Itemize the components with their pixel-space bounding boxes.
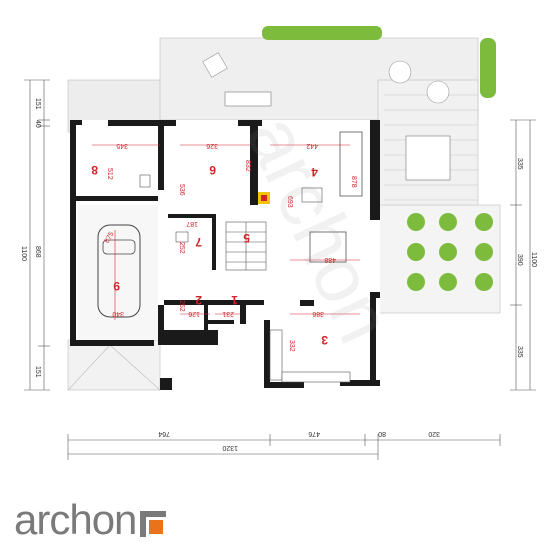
garden-parasol [388, 60, 412, 84]
dimension-label: 151 [34, 98, 41, 110]
kitchen-counter [269, 329, 283, 381]
room-area: 345 [116, 142, 128, 149]
inner-dimension-lines [92, 144, 360, 320]
inner-dimension: 832 [244, 160, 251, 172]
dining-table [309, 231, 347, 263]
inner-dimension: 875 [104, 231, 116, 245]
entrance-canopy [67, 339, 161, 391]
room-area: 442 [306, 142, 318, 149]
dimension-label: 335 [516, 158, 523, 170]
car-windshield [102, 239, 136, 255]
room-number: 6 [209, 163, 216, 177]
room-number: 3 [321, 333, 328, 347]
canopy-line [67, 344, 111, 391]
room-area: 231 [222, 310, 234, 317]
brand-mark-icon [140, 511, 167, 537]
room-area: 326 [206, 142, 218, 149]
inner-dimension: 252 [178, 300, 185, 312]
coffee-table [301, 187, 323, 203]
room-area: 386 [312, 310, 324, 317]
room-number: 4 [311, 165, 318, 179]
rear-sofa [224, 91, 272, 107]
sofa [339, 131, 363, 197]
inner-dimension: 693 [286, 196, 293, 208]
outdoor-table [405, 135, 451, 181]
dimension-label: 868 [34, 246, 41, 258]
dimension-label: 476 [308, 430, 320, 437]
kitchen-counter [281, 371, 351, 383]
inner-dimension: 252 [178, 242, 185, 254]
washbasin [175, 231, 189, 243]
room-number: 8 [91, 163, 98, 177]
dimension-label: 80 [378, 430, 386, 437]
room-area: 340 [112, 310, 124, 317]
dimension-label: 1320 [222, 444, 238, 451]
walls [70, 120, 380, 390]
room-number: 7 [195, 235, 202, 249]
room-number: 1 [231, 293, 238, 307]
inner-dimension: 512 [106, 168, 113, 180]
left-dimension-lines [24, 79, 50, 391]
dimension-label: 40 [34, 120, 41, 128]
dimension-label: 1100 [20, 246, 27, 261]
room-number: 2 [195, 293, 202, 307]
toilet [139, 174, 151, 188]
plants [262, 26, 496, 291]
inner-dimension: 878 [350, 176, 357, 188]
inner-dimension: 332 [288, 340, 295, 352]
brand-logo: archon [14, 496, 167, 543]
garden-parasol [426, 80, 450, 104]
dimension-label: 151 [34, 366, 41, 378]
fireplace-flame [261, 195, 267, 201]
dimension-label: 390 [516, 254, 523, 266]
car [97, 224, 141, 318]
room-area: 126 [188, 310, 200, 317]
dimension-label: 320 [428, 430, 440, 437]
right-dimension-lines [510, 119, 536, 391]
room-area: 187 [186, 220, 198, 227]
staircase [225, 221, 267, 271]
room-area: 488 [324, 256, 336, 263]
dimension-label: 335 [516, 346, 523, 358]
bottom-dimension-lines [67, 434, 501, 460]
lounger [202, 52, 228, 78]
dimension-label: 764 [158, 430, 170, 437]
inner-dimension: 536 [178, 184, 185, 196]
brand-name: archon [14, 496, 137, 543]
room-number: 9 [113, 279, 120, 293]
room-number: 5 [243, 231, 250, 245]
dimension-label: 1100 [530, 252, 537, 267]
canopy-line [109, 344, 161, 391]
